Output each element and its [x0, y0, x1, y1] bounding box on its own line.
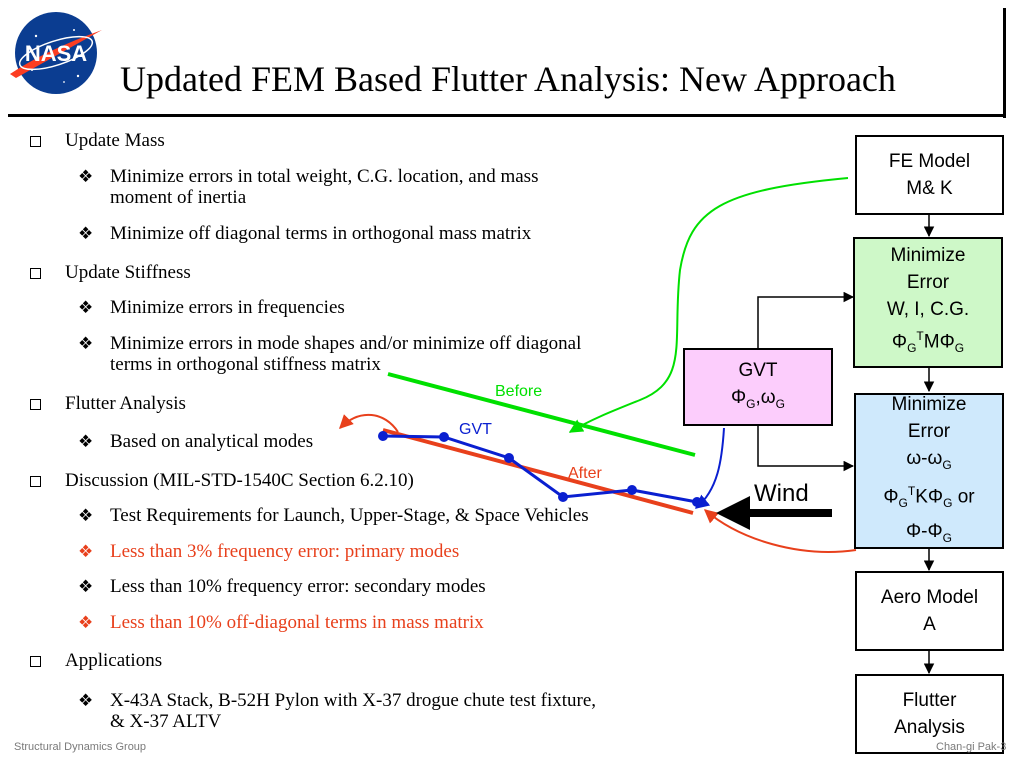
diamond-bullet-icon: ❖ [78, 334, 94, 353]
gvt-box: GVT ΦG,ωG [683, 348, 833, 426]
bullet-x43a: X-43A Stack, B-52H Pylon with X-37 drogu… [110, 690, 596, 732]
gvt-point [558, 492, 568, 502]
box-line: Error [907, 420, 951, 442]
box-line: FE Model [888, 151, 971, 172]
fe-model-curve [568, 177, 849, 433]
box-line: Minimize [891, 393, 967, 415]
bullet-primary-modes: Less than 3% frequency error: primary mo… [110, 541, 460, 562]
nasa-logo: NASA [6, 8, 106, 96]
diamond-bullet-icon: ❖ [78, 577, 94, 596]
bullet-secondary-modes: Less than 10% frequency error: secondary… [110, 576, 486, 597]
square-bullet-icon [30, 656, 41, 667]
bullet-mass-offdiag: Minimize off diagonal terms in orthogona… [110, 223, 532, 244]
bullet-test-requirements: Test Requirements for Launch, Upper-Stag… [110, 505, 589, 526]
bullet-line: moment of inertia [110, 187, 247, 208]
diamond-bullet-icon: ❖ [78, 613, 94, 632]
bullet-update-stiffness: Update Stiffness [65, 262, 191, 283]
bullet-mass-errors: Minimize errors in total weight, C.G. lo… [110, 166, 538, 208]
freq-formula: ω-ωG [906, 447, 952, 472]
title-side-divider [1003, 8, 1006, 118]
gvt-point [378, 431, 388, 441]
bullet-offdiag-mass: Less than 10% off-diagonal terms in mass… [110, 612, 484, 633]
box-line: Flutter [902, 690, 957, 711]
bullet-line: terms in orthogonal stiffness matrix [110, 354, 381, 375]
diamond-bullet-icon: ❖ [78, 506, 94, 525]
box-line: Aero Model [880, 587, 979, 608]
title-divider [8, 114, 1004, 117]
mass-formula: ΦGTMΦG [891, 329, 965, 356]
gvt-to-mass-arrow [757, 291, 855, 348]
square-bullet-icon [30, 399, 41, 410]
stiffness-formula: ΦGTKΦG or [883, 484, 975, 511]
gvt-to-stiffness-arrow [757, 426, 855, 472]
before-label: Before [495, 383, 543, 400]
gvt-formula: ΦG,ωG [731, 386, 785, 411]
bullet-analytical-modes: Based on analytical modes [110, 431, 314, 452]
after-line [382, 428, 694, 515]
aero-model-box: Aero Model A [855, 571, 1004, 651]
minimize-stiffness-error-box: Minimize Error ω-ωG ΦGTKΦG or Φ-ΦG [854, 393, 1004, 549]
bullet-flutter-analysis: Flutter Analysis [65, 393, 186, 414]
bullet-mode-shapes: Minimize errors in mode shapes and/or mi… [110, 333, 581, 375]
diamond-bullet-icon: ❖ [78, 167, 94, 186]
page-title: Updated FEM Based Flutter Analysis: New … [120, 59, 896, 99]
gvt-point [627, 485, 637, 495]
diamond-bullet-icon: ❖ [78, 298, 94, 317]
square-bullet-icon [30, 268, 41, 279]
bullet-line: Minimize errors in mode shapes and/or mi… [110, 333, 582, 354]
gvt-title: GVT [738, 359, 778, 381]
gvt-plot-label: GVT [459, 421, 492, 438]
flutter-analysis-box: Flutter Analysis [855, 674, 1004, 754]
gvt-point [504, 453, 514, 463]
mode-formula: Φ-ΦG [905, 520, 952, 545]
bullet-line: & X-37 ALTV [110, 711, 222, 732]
bullet-discussion: Discussion (MIL-STD-1540C Section 6.2.10… [65, 470, 414, 491]
after-feedback-curve [703, 509, 857, 553]
bullet-line: Minimize errors in total weight, C.G. lo… [110, 166, 539, 187]
wind-arrow-shaft [748, 509, 832, 517]
mode-arc [339, 413, 399, 433]
gvt-point [692, 497, 702, 507]
square-bullet-icon [30, 136, 41, 147]
bullet-update-mass: Update Mass [65, 130, 165, 151]
diamond-bullet-icon: ❖ [78, 224, 94, 243]
wind-label: Wind [754, 480, 809, 507]
box-line: M& K [906, 178, 953, 199]
gvt-curve [694, 427, 725, 509]
square-bullet-icon [30, 476, 41, 487]
box-line: A [923, 614, 936, 635]
footer-group: Structural Dynamics Group [14, 741, 147, 753]
footer-page: Chan-gi Pak-3 [936, 741, 1007, 753]
minimize-mass-error-box: Minimize Error W, I, C.G. ΦGTMΦG [853, 237, 1003, 368]
gvt-point [439, 432, 449, 442]
box-line: W, I, C.G. [886, 299, 970, 321]
box-line: Minimize [890, 245, 966, 267]
bullet-freq-errors: Minimize errors in frequencies [110, 297, 345, 318]
diamond-bullet-icon: ❖ [78, 691, 94, 710]
diamond-bullet-icon: ❖ [78, 432, 94, 451]
box-line: Analysis [894, 717, 965, 738]
box-line: Error [906, 272, 950, 294]
wind-arrow-head [716, 496, 750, 530]
diamond-bullet-icon: ❖ [78, 542, 94, 561]
fe-model-box: FE Model M& K [855, 135, 1004, 215]
bullet-applications: Applications [65, 650, 163, 671]
after-label: After [568, 465, 602, 482]
logo-text: NASA [25, 41, 87, 66]
before-line [387, 372, 696, 457]
gvt-line [382, 434, 698, 504]
bullet-line: X-43A Stack, B-52H Pylon with X-37 drogu… [110, 690, 597, 711]
